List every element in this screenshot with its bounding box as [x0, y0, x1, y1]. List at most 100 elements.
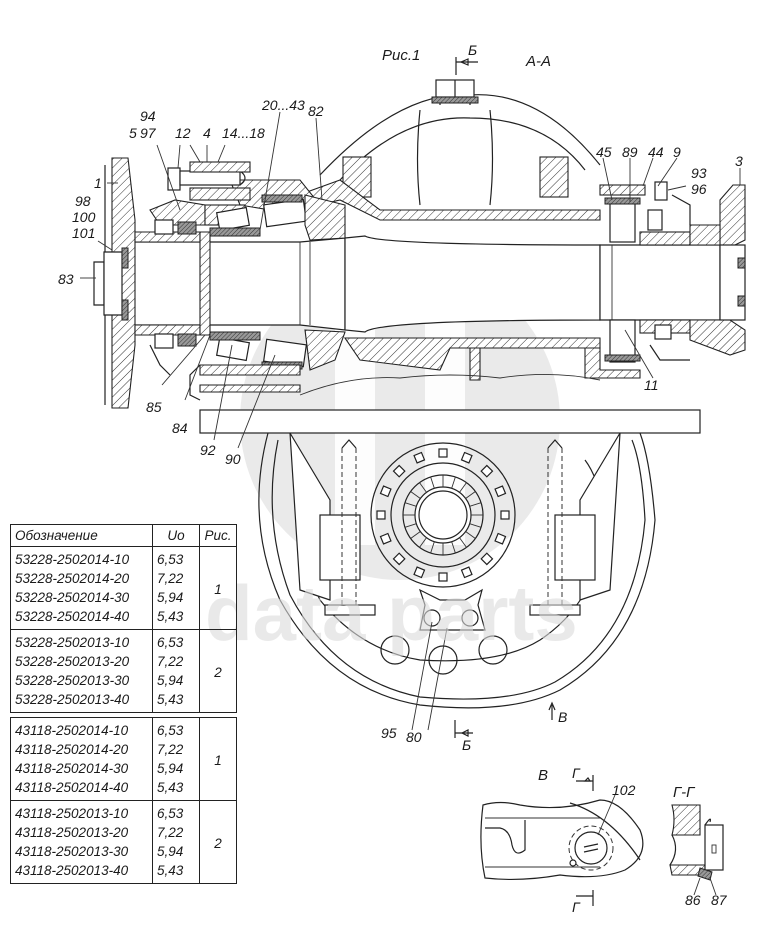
callout-80: 80 [406, 729, 422, 745]
spline-line [404, 523, 417, 528]
callout-87: 87 [711, 892, 728, 908]
figure-labels: Рис.1 А-А Б Б В В Г Г Г-Г [382, 42, 696, 915]
fig-cell: 1 [199, 546, 237, 630]
uo-cell: 5,43 [152, 607, 200, 630]
main-section-view [93, 79, 746, 434]
gear-tooth [413, 451, 426, 464]
fig-cell: 1 [199, 717, 237, 801]
uo-cell: 7,22 [152, 569, 200, 588]
spline-line [419, 537, 427, 548]
gear-teeth [376, 448, 510, 582]
designation-cell: 53228-2502014-20 [10, 569, 153, 588]
gear-tooth [494, 485, 507, 498]
section-gg-title: Г-Г [673, 784, 696, 801]
spline-line [451, 476, 456, 489]
designation-cell: 43118-2502014-10 [10, 717, 153, 740]
designation-cell: 43118-2502014-30 [10, 759, 153, 778]
callout-11: 11 [644, 377, 659, 393]
callout-45: 45 [596, 144, 612, 160]
callout-12: 12 [175, 125, 191, 141]
callout-20-43: 20...43 [261, 97, 305, 113]
gear-tooth [413, 566, 426, 579]
gear-tooth [379, 532, 392, 545]
gear-tooth [494, 532, 507, 545]
section-b-marker-top [455, 57, 478, 75]
designation-cell: 43118-2502014-20 [10, 740, 153, 759]
callout-93: 93 [691, 165, 707, 181]
uo-cell: 7,22 [152, 823, 200, 842]
callout-102: 102 [612, 782, 636, 798]
uo-cell: 6,53 [152, 546, 200, 569]
uo-cell: 5,94 [152, 759, 200, 778]
section-aa-title: А-А [525, 53, 551, 70]
gear-tooth [438, 572, 448, 582]
gear-tooth [438, 448, 448, 458]
spline-line [465, 491, 476, 499]
spline-line [451, 541, 456, 554]
uo-cell: 6,53 [152, 800, 200, 823]
spline-line [430, 476, 435, 489]
callout-94: 94 [140, 108, 156, 124]
uo-cell: 5,94 [152, 842, 200, 861]
spline-line [419, 482, 427, 493]
fig-cell: 2 [199, 629, 237, 713]
callout-44: 44 [648, 144, 664, 160]
spline-line [410, 491, 421, 499]
uo-cell: 5,94 [152, 588, 200, 607]
gear-tooth [460, 451, 473, 464]
gear-tooth [500, 510, 510, 520]
callout-95: 95 [381, 725, 397, 741]
table-header-row: Обозначение Uo Рис. [10, 524, 237, 547]
designation-cell: 53228-2502013-40 [10, 690, 153, 713]
callout-96: 96 [691, 181, 707, 197]
callout-100: 100 [72, 209, 96, 225]
designation-cell: 43118-2502013-30 [10, 842, 153, 861]
callout-9: 9 [673, 144, 681, 160]
callout-85: 85 [146, 399, 162, 415]
uo-cell: 5,43 [152, 778, 200, 801]
callout-90: 90 [225, 451, 241, 467]
gear-tooth [480, 464, 494, 478]
spline-line [465, 531, 476, 539]
designation-cell: 43118-2502013-10 [10, 800, 153, 823]
designation-cell: 53228-2502013-10 [10, 629, 153, 652]
designation-cell: 53228-2502014-10 [10, 546, 153, 569]
callout-1: 1 [94, 175, 102, 191]
fig-cell: 2 [199, 800, 237, 884]
section-b-label-bottom: Б [462, 737, 471, 753]
callout-92: 92 [200, 442, 216, 458]
designation-cell: 53228-2502013-30 [10, 671, 153, 690]
header-designation: Обозначение [10, 524, 153, 547]
figure-title: Рис.1 [382, 47, 420, 64]
callout-86: 86 [685, 892, 701, 908]
gear-tooth [379, 485, 392, 498]
uo-cell: 6,53 [152, 629, 200, 652]
designation-cell: 53228-2502014-40 [10, 607, 153, 630]
callouts: 1 94 97 5 12 4 14...18 20...43 82 98 100… [58, 97, 743, 908]
view-v-detail [480, 775, 644, 906]
view-v-arrow-label: В [558, 709, 567, 725]
uo-cell: 5,43 [152, 861, 200, 884]
spline-line [469, 502, 482, 507]
designation-cell: 43118-2502013-20 [10, 823, 153, 842]
section-g-label-bottom: Г [572, 899, 581, 915]
callout-4: 4 [203, 125, 211, 141]
section-g-label-top: Г [572, 765, 581, 781]
